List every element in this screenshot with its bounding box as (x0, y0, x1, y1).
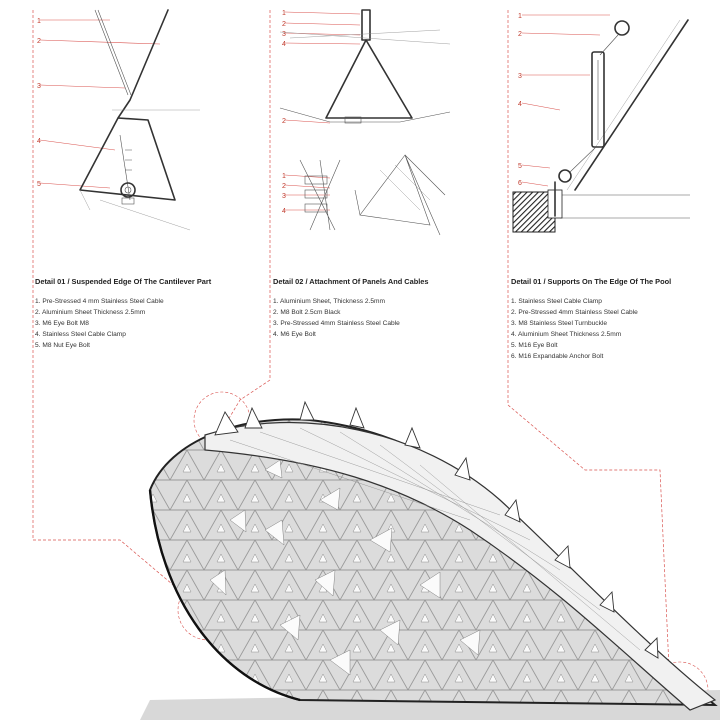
d1-callout-4: 4 (37, 138, 41, 145)
d3-callout-1: 1 (518, 13, 522, 20)
d1-item-5: 5. M8 Nut Eye Bolt (35, 342, 90, 349)
d2b-callout-1: 1 (282, 173, 286, 180)
detail-03-title: Detail 01 / Supports On The Edge Of The … (511, 277, 671, 286)
d3-callout-2: 2 (518, 31, 522, 38)
d2-item-4: 4. M6 Eye Bolt (273, 331, 316, 338)
d3-item-3: 3. M8 Stainless Steel Turnbuckle (511, 320, 607, 327)
d2-item-1: 1. Aluminium Sheet, Thickness 2.5mm (273, 298, 386, 305)
d2-item-2: 2. M8 Bolt 2.5cm Black (273, 309, 341, 316)
d3-item-5: 5. M16 Eye Bolt (511, 342, 558, 349)
d1-callout-2: 2 (37, 38, 41, 45)
d2b-callout-3: 3 (282, 193, 286, 200)
leader-right (507, 10, 671, 691)
turnbuckle-icon (558, 20, 630, 183)
detail-01-drawing: 1 2 3 4 5 (37, 9, 200, 231)
detail-01-title: Detail 01 / Suspended Edge Of The Cantil… (35, 277, 212, 286)
d3-item-2: 2. Pre-Stressed 4mm Stainless Steel Cabl… (511, 309, 638, 316)
spec-block-1: Detail 01 / Suspended Edge Of The Cantil… (35, 277, 212, 349)
d1-item-3: 3. M6 Eye Bolt M8 (35, 320, 89, 327)
d1-item-4: 4. Stainless Steel Cable Clamp (35, 331, 126, 338)
d1-callout-3: 3 (37, 83, 41, 90)
d2-callout-4: 4 (282, 41, 286, 48)
d2-callout-2: 2 (282, 21, 286, 28)
d3-item-1: 1. Stainless Steel Cable Clamp (511, 298, 602, 305)
d2-callout-1: 1 (282, 10, 286, 17)
d2b-callout-2: 2 (282, 183, 286, 190)
spec-block-2: Detail 02 / Attachment Of Panels And Cab… (273, 277, 429, 338)
leader-middle (227, 10, 271, 421)
d3-callout-3: 3 (518, 73, 522, 80)
d3-item-4: 4. Aluminium Sheet Thickness 2.5mm (511, 331, 622, 338)
leader-left (32, 10, 186, 596)
d1-callout-5: 5 (37, 181, 41, 188)
d1-item-1: 1. Pre-Stressed 4 mm Stainless Steel Cab… (35, 298, 164, 305)
d2-callout-3: 3 (282, 31, 286, 38)
d3-callout-6: 6 (518, 180, 522, 187)
d2-callout-1b: 2 (282, 118, 286, 125)
detail-03-drawing: 1 2 3 4 5 6 (512, 13, 690, 233)
eye-bolt-icon (120, 182, 136, 198)
spec-block-3: Detail 01 / Supports On The Edge Of The … (511, 277, 671, 360)
detail-02-drawing: 1 2 3 4 2 1 2 3 4 (279, 9, 451, 236)
d1-item-2: 2. Aluminium Sheet Thickness 2.5mm (35, 309, 146, 316)
d2-item-3: 3. Pre-Stressed 4mm Stainless Steel Cabl… (273, 320, 400, 327)
d2b-callout-4: 4 (282, 208, 286, 215)
d1-callout-1: 1 (37, 18, 41, 25)
pavilion-shell (140, 400, 720, 720)
d3-item-6: 6. M16 Expandable Anchor Bolt (511, 353, 604, 360)
d3-callout-4: 4 (518, 101, 522, 108)
d3-callout-5: 5 (518, 163, 522, 170)
detail-02-title: Detail 02 / Attachment Of Panels And Cab… (273, 277, 429, 286)
